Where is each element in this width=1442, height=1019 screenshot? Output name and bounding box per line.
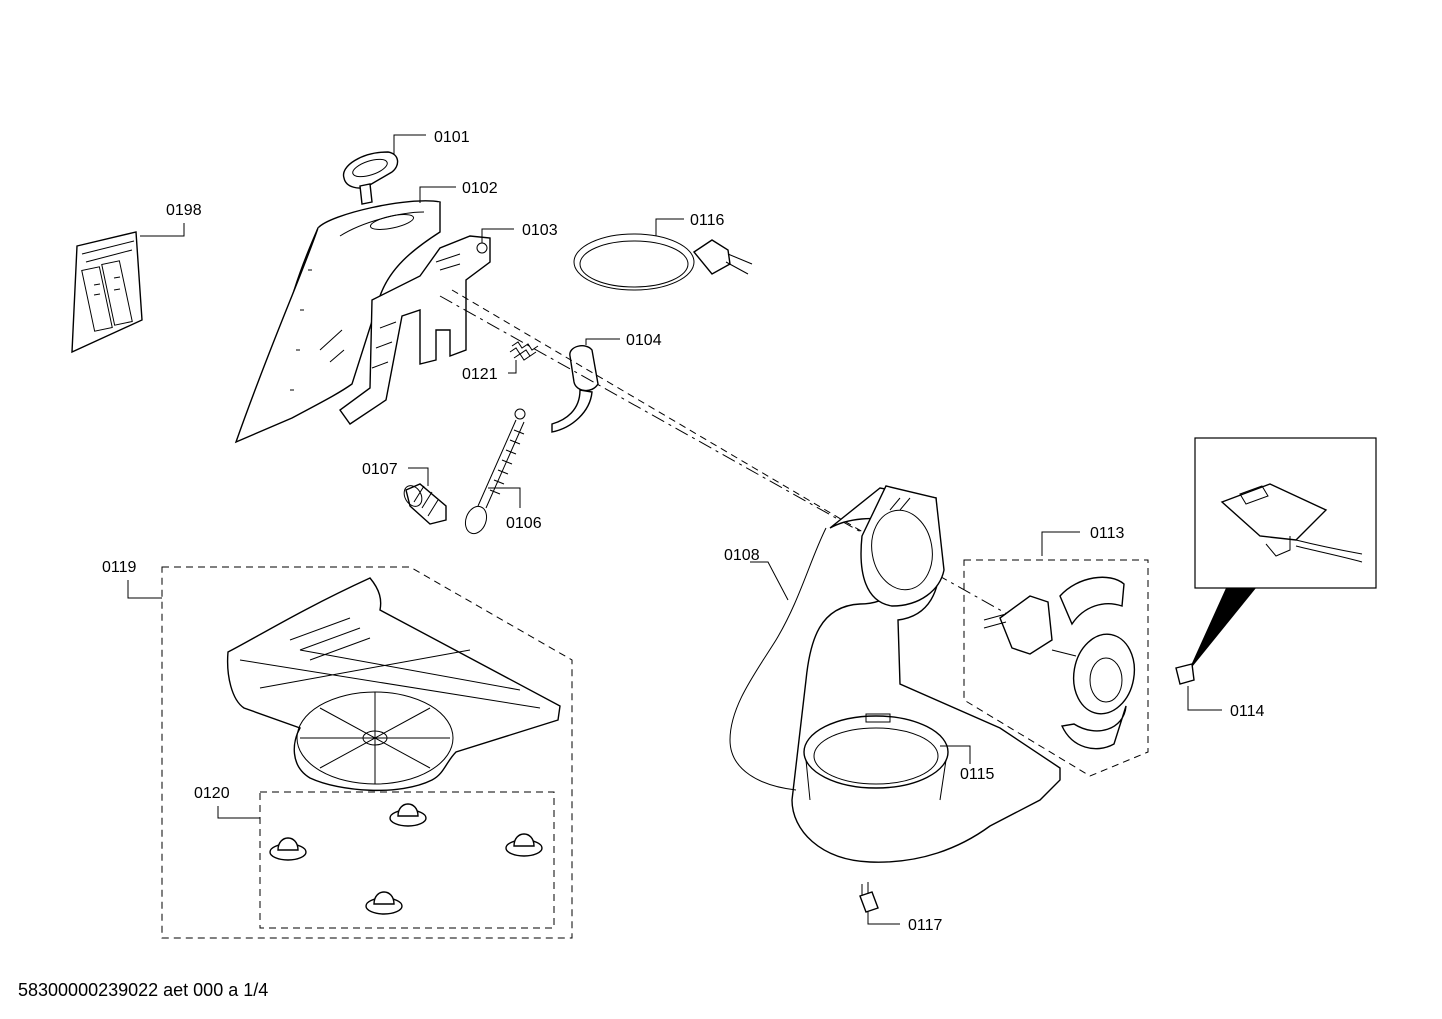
axis-line-2 bbox=[451, 289, 891, 549]
leader-0114 bbox=[1187, 686, 1222, 711]
label-0116: 0116 bbox=[690, 212, 725, 229]
leader-0102 bbox=[419, 186, 456, 203]
leader-0113 bbox=[1041, 531, 1080, 556]
label-0198: 0198 bbox=[166, 202, 202, 219]
label-0106: 0106 bbox=[506, 515, 542, 532]
leader-0108 bbox=[750, 561, 789, 601]
label-0121: 0121 bbox=[462, 366, 498, 383]
part-0115-ring-drawing bbox=[803, 713, 949, 801]
label-0113: 0113 bbox=[1090, 525, 1125, 542]
leader-0117 bbox=[867, 912, 900, 925]
part-0116-cord-drawing bbox=[573, 233, 753, 291]
label-0107: 0107 bbox=[362, 461, 398, 478]
inset-0114-frame bbox=[1194, 437, 1377, 589]
leader-0103 bbox=[481, 228, 514, 243]
leader-0115 bbox=[940, 745, 971, 764]
label-0117: 0117 bbox=[908, 917, 943, 934]
leader-0104 bbox=[585, 338, 620, 345]
leader-0120 bbox=[217, 806, 260, 819]
inset-pointer bbox=[1188, 588, 1256, 672]
part-0119-baseplate-drawing bbox=[226, 577, 561, 792]
label-0108: 0108 bbox=[724, 547, 760, 564]
group-0119-boundary bbox=[161, 566, 573, 939]
label-0102: 0102 bbox=[462, 180, 498, 197]
label-0120: 0120 bbox=[194, 785, 230, 802]
part-0108-housing-drawing bbox=[729, 485, 1061, 863]
part-0120-feet-drawing bbox=[269, 803, 543, 915]
part-0101-knob-drawing bbox=[342, 151, 399, 205]
label-0114: 0114 bbox=[1230, 703, 1265, 720]
leader-0101 bbox=[393, 134, 426, 155]
part-0198-bag-drawing bbox=[71, 231, 143, 354]
part-0107-bushing-drawing bbox=[403, 483, 447, 525]
leader-0116 bbox=[655, 218, 684, 236]
part-0104-hook-drawing bbox=[551, 345, 599, 433]
axis-line bbox=[439, 295, 1051, 639]
leader-0119 bbox=[127, 580, 162, 599]
label-0103: 0103 bbox=[522, 222, 558, 239]
part-0113-gear-drawing bbox=[983, 576, 1136, 750]
group-0120-boundary bbox=[259, 791, 555, 929]
label-0104: 0104 bbox=[626, 332, 662, 349]
leader-0198 bbox=[140, 223, 185, 237]
label-0119: 0119 bbox=[102, 559, 137, 576]
part-0106-spring-drawing bbox=[464, 408, 526, 535]
leader-0121 bbox=[508, 360, 517, 374]
part-0114-inset-drawing bbox=[1220, 483, 1363, 563]
part-0121-spring-drawing bbox=[509, 341, 539, 361]
part-0117-drawing bbox=[859, 882, 879, 913]
part-0114-switch-drawing bbox=[1175, 663, 1195, 685]
part-0102-cover-drawing bbox=[234, 200, 441, 444]
label-0115: 0115 bbox=[960, 766, 995, 783]
label-0101: 0101 bbox=[434, 129, 470, 146]
leader-0107 bbox=[408, 467, 429, 486]
document-code: 58300000239022 aet 000 a 1/4 bbox=[18, 980, 269, 1000]
leader-0106 bbox=[488, 487, 521, 508]
